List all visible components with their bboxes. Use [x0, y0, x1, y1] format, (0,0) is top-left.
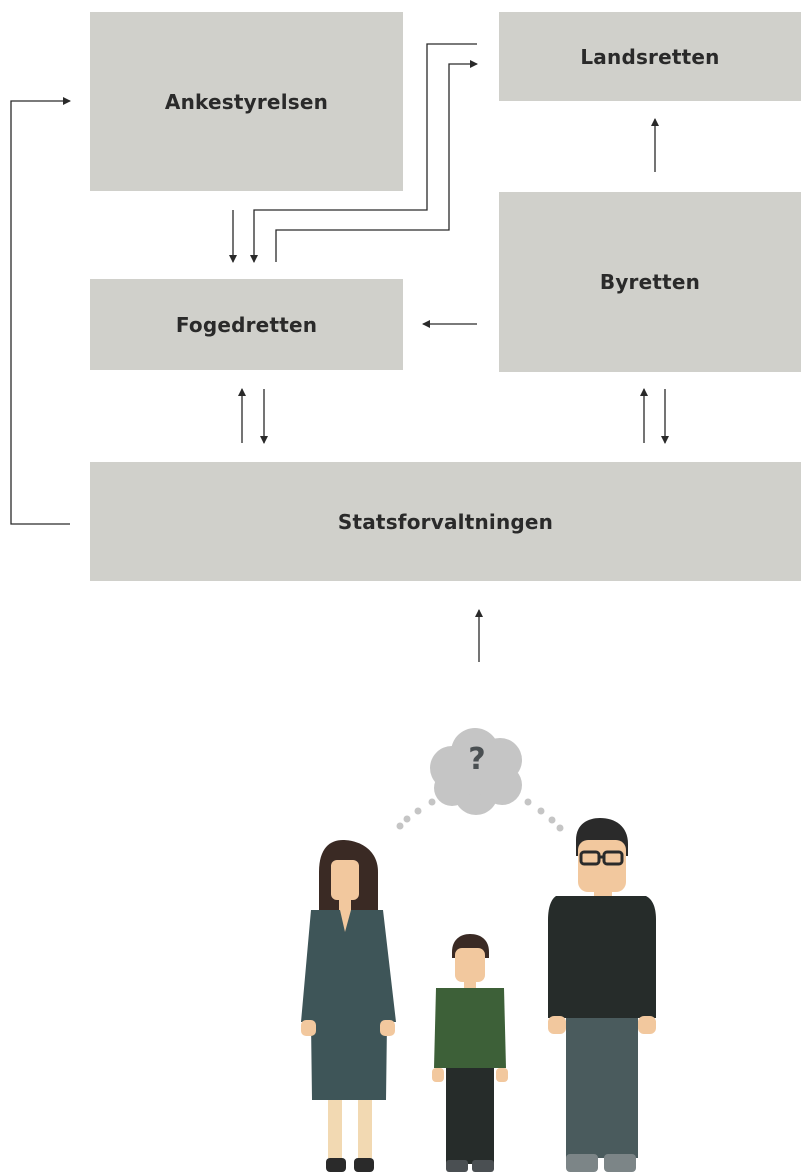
thought-dots-right: [524, 798, 564, 832]
box-label-statsforvaltningen: Statsforvaltningen: [337, 509, 554, 534]
box-label-fogedretten: Fogedretten: [175, 312, 318, 337]
box-label-landsretten: Landsretten: [580, 44, 720, 69]
edge-fogedretten-to-landsretten: [275, 60, 478, 262]
edge-statsforvaltningen-to-ankestyrelsen: [10, 97, 71, 525]
thought-dots-left: [396, 798, 436, 830]
box-landsretten: Landsretten: [499, 12, 801, 101]
box-label-ankestyrelsen: Ankestyrelsen: [164, 89, 329, 114]
woman-figure: [301, 840, 396, 1172]
box-byretten: Byretten: [499, 192, 801, 372]
edge-landsretten-to-fogedretten: [250, 43, 477, 263]
box-statsforvaltningen: Statsforvaltningen: [90, 462, 801, 581]
box-label-byretten: Byretten: [599, 270, 701, 294]
thought-question-mark: ?: [468, 742, 486, 777]
box-fogedretten: Fogedretten: [90, 279, 403, 370]
thought-bubble-icon: [430, 728, 522, 815]
child-figure: [432, 934, 508, 1172]
man-figure: [548, 818, 656, 1172]
box-ankestyrelsen: Ankestyrelsen: [90, 12, 403, 191]
